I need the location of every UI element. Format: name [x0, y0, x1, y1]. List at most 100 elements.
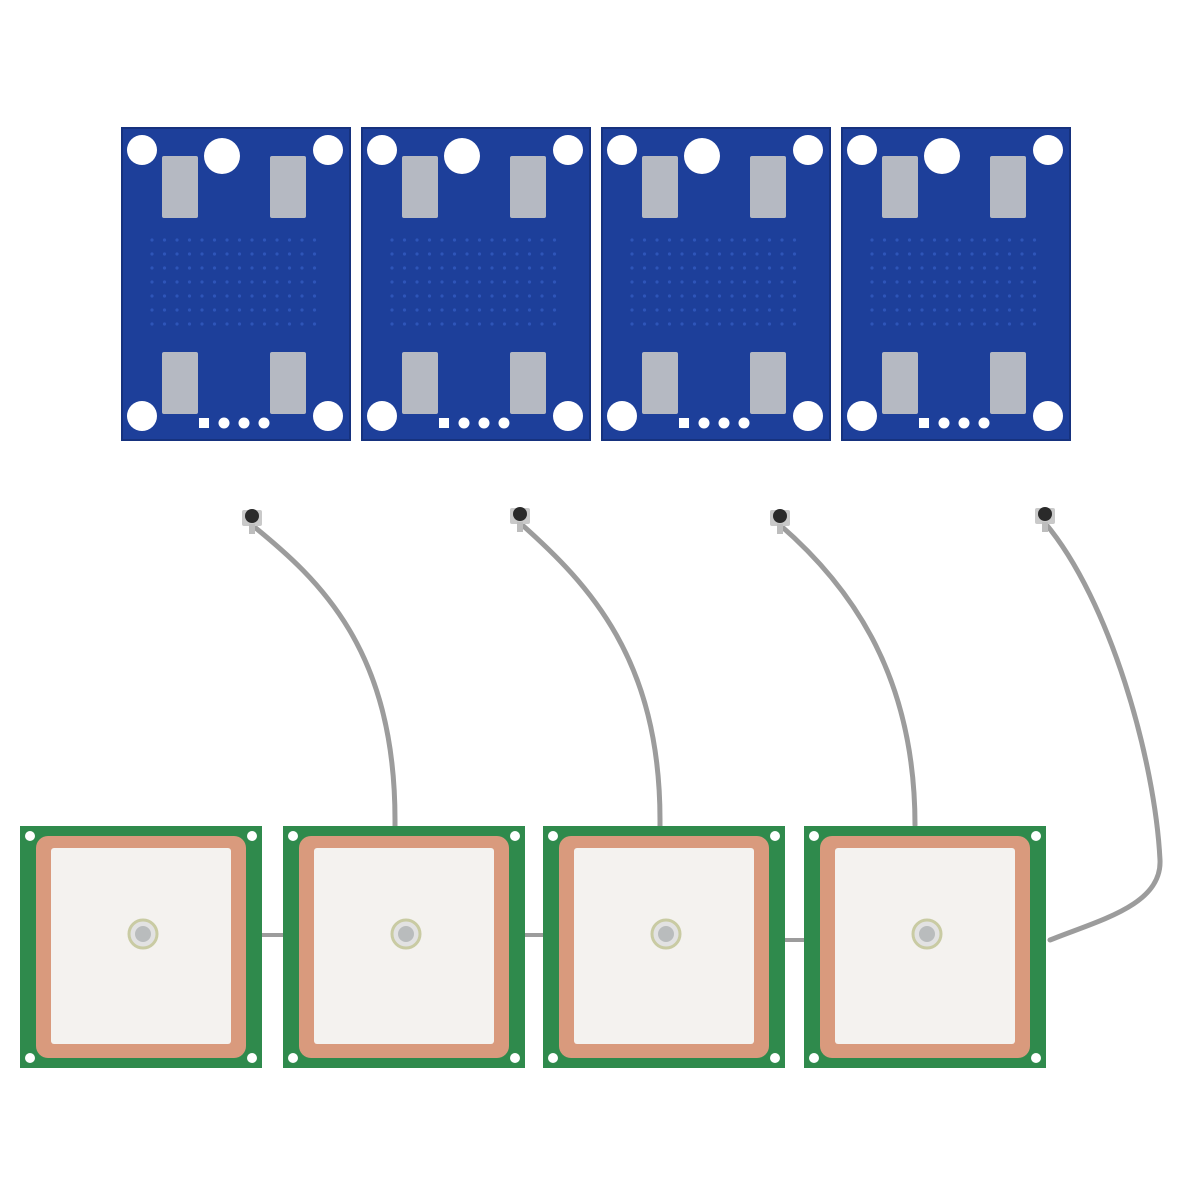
via-dot — [730, 252, 734, 256]
via-dot — [630, 308, 634, 312]
via-dot — [187, 266, 192, 270]
via-dot — [680, 294, 684, 298]
board-substrate — [601, 127, 831, 441]
via-dot — [225, 252, 229, 256]
via-dot — [932, 238, 937, 242]
via-dot — [527, 238, 532, 242]
via-dot — [792, 266, 797, 270]
via-dot — [452, 266, 457, 270]
mounting-hole — [607, 135, 637, 165]
via-dot — [792, 238, 797, 242]
via-dot — [175, 308, 179, 312]
via-dot — [415, 322, 419, 326]
via-dot — [680, 238, 684, 242]
via-dot — [452, 294, 457, 298]
via-dot — [275, 280, 279, 284]
corner-hole — [770, 831, 780, 841]
corner-hole — [247, 1053, 257, 1063]
via-dot — [415, 294, 419, 298]
via-dot — [452, 308, 457, 312]
via-dot — [515, 252, 519, 256]
via-dot — [970, 238, 974, 242]
via-dot — [717, 252, 722, 256]
via-dot — [515, 280, 519, 284]
via-dot — [870, 252, 874, 256]
shield-pad — [750, 352, 786, 414]
via-dot — [162, 280, 167, 284]
via-dot — [717, 266, 722, 270]
via-dot — [287, 322, 292, 326]
via-dot — [490, 322, 494, 326]
via-dot-grid — [390, 238, 557, 326]
via-dot — [162, 266, 167, 270]
via-dot — [730, 280, 734, 284]
corner-hole — [1031, 831, 1041, 841]
via-dot — [212, 322, 217, 326]
via-dot — [552, 266, 557, 270]
via-dot — [275, 322, 279, 326]
via-dot — [162, 308, 167, 312]
via-dot — [692, 308, 697, 312]
shield-pad — [750, 156, 786, 218]
via-dot — [200, 294, 204, 298]
via-dot — [237, 322, 242, 326]
via-dot — [680, 280, 684, 284]
via-dot — [300, 238, 304, 242]
via-dot — [767, 238, 772, 242]
via-dot — [427, 280, 432, 284]
via-dot — [552, 294, 557, 298]
via-dot — [390, 322, 394, 326]
via-dot — [870, 322, 874, 326]
via-dot — [642, 322, 647, 326]
gps-module-boards-row — [121, 127, 1071, 441]
corner-hole — [510, 1053, 520, 1063]
via-dot — [162, 238, 167, 242]
via-dot — [150, 280, 154, 284]
via-dot — [262, 280, 267, 284]
via-dot — [995, 308, 999, 312]
via-dot — [402, 266, 407, 270]
via-dot — [465, 238, 469, 242]
via-dot — [667, 238, 672, 242]
via-dot — [312, 322, 317, 326]
via-dot — [477, 266, 482, 270]
via-dot — [187, 308, 192, 312]
via-dot — [1032, 308, 1037, 312]
header-pins — [919, 417, 990, 429]
mounting-hole — [553, 401, 583, 431]
via-dot — [692, 322, 697, 326]
via-dot — [945, 266, 949, 270]
header-pin — [718, 417, 730, 429]
mounting-hole — [847, 135, 877, 165]
via-dot — [540, 238, 544, 242]
via-dot — [440, 322, 444, 326]
via-dot — [225, 322, 229, 326]
via-dot — [895, 266, 899, 270]
mounting-hole — [793, 135, 823, 165]
mounting-hole — [127, 135, 157, 165]
mounting-hole — [847, 401, 877, 431]
via-dot — [870, 238, 874, 242]
via-dot — [870, 294, 874, 298]
header-pin — [958, 417, 970, 429]
via-dot — [452, 280, 457, 284]
via-dot — [490, 238, 494, 242]
via-dot — [692, 266, 697, 270]
via-dot — [882, 266, 887, 270]
via-dot — [717, 308, 722, 312]
antenna-cables — [242, 507, 1163, 943]
via-dot — [907, 252, 912, 256]
via-dot — [275, 308, 279, 312]
via-dot — [262, 266, 267, 270]
via-dot — [312, 294, 317, 298]
via-dot — [477, 280, 482, 284]
via-dot — [630, 322, 634, 326]
via-dot — [882, 322, 887, 326]
via-dot — [287, 280, 292, 284]
shield-pad — [510, 352, 546, 414]
via-dot — [300, 322, 304, 326]
via-dot — [502, 322, 507, 326]
via-dot — [402, 294, 407, 298]
via-dot — [982, 252, 987, 256]
via-dot — [465, 294, 469, 298]
